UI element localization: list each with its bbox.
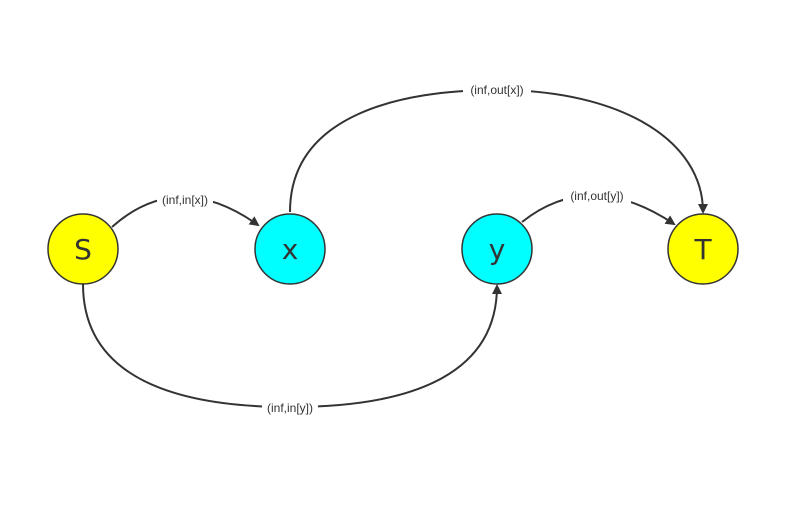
edge-x-to-t[interactable]: (inf,out[x]) — [289, 82, 708, 214]
edge-s-to-y-line — [82, 283, 502, 409]
node-t-label: T — [693, 233, 712, 266]
node-y-circle — [461, 213, 533, 285]
node-s-label: S — [74, 233, 92, 266]
edge-y-to-t-label: (inf,out[y]) — [570, 189, 623, 203]
edge-s-to-x-label: (inf,in[x]) — [162, 193, 208, 207]
node-x-circle — [254, 213, 326, 285]
edge-x-to-t-line — [289, 88, 708, 214]
edge-y-to-t[interactable]: (inf,out[y]) — [521, 188, 676, 226]
edge-s-to-x[interactable]: (inf,in[x]) — [111, 192, 260, 228]
node-x-label: x — [282, 233, 299, 266]
node-s-circle — [47, 213, 119, 285]
node-y-label: y — [489, 233, 506, 266]
edge-x-to-t-label: (inf,out[x]) — [470, 83, 523, 97]
node-s[interactable]: S — [47, 213, 119, 285]
edge-s-to-y-label: (inf,in[y]) — [267, 401, 313, 415]
node-y[interactable]: y — [461, 213, 533, 285]
node-t[interactable]: T — [667, 213, 739, 285]
edge-s-to-y[interactable]: (inf,in[y]) — [82, 283, 502, 416]
node-x[interactable]: x — [254, 213, 326, 285]
node-t-circle — [667, 213, 739, 285]
